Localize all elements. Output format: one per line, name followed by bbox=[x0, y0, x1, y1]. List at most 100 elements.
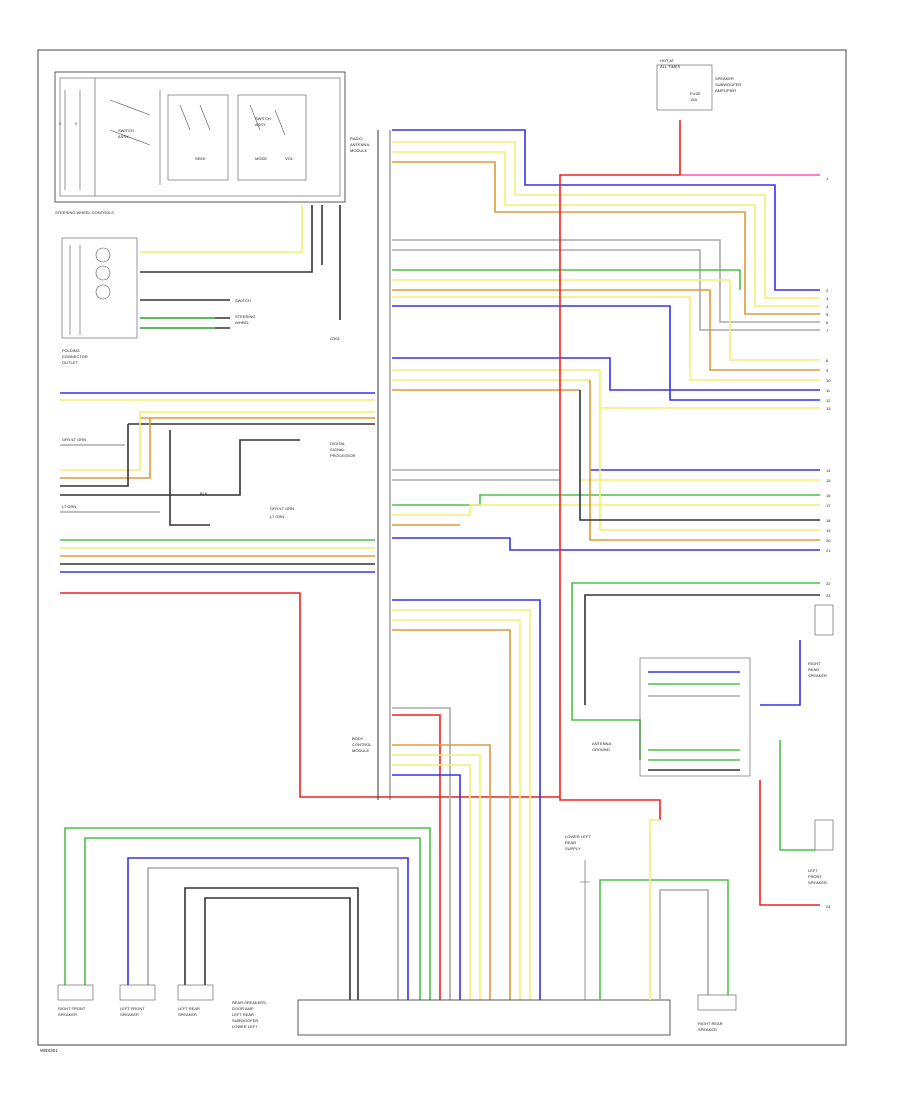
radio-module-label-2: ANTENNA bbox=[350, 142, 369, 147]
fuse-label-1: FUSE bbox=[690, 91, 701, 96]
center-module: RADIO ANTENNA MODULE BODY CONTROL MODULE bbox=[350, 130, 391, 800]
svg-text:23: 23 bbox=[826, 593, 831, 598]
right-edge-pins: 1 2 3 4 5 6 7 8 9 10 11 12 13 14 15 16 1… bbox=[826, 176, 831, 909]
connector-outlet-label-1: FOLDING bbox=[62, 348, 80, 353]
svg-text:GRY/LT GRN: GRY/LT GRN bbox=[270, 506, 294, 511]
top-right-bus bbox=[392, 129, 820, 401]
svg-text:AMPLIFIER: AMPLIFIER bbox=[715, 88, 736, 93]
lf-spk-3: SPEAKER bbox=[808, 880, 827, 885]
rr-sub-label-2: SPEAKER bbox=[698, 1027, 717, 1032]
svg-text:4: 4 bbox=[826, 304, 829, 309]
svg-text:SWITCH: SWITCH bbox=[255, 116, 271, 121]
svg-text:WHEEL: WHEEL bbox=[235, 320, 250, 325]
antenna-note-1: ANTENNA bbox=[592, 741, 611, 746]
svg-text:3: 3 bbox=[826, 296, 829, 301]
spk3-l2: SPEAKER bbox=[178, 1012, 197, 1017]
amp-label-3: LEFT REAR bbox=[232, 1012, 254, 1017]
svg-text:STEERING: STEERING bbox=[235, 314, 255, 319]
body-control-label-3: MODULE bbox=[352, 748, 369, 753]
svg-text:9: 9 bbox=[826, 368, 829, 373]
fuse-label-2: 15A bbox=[690, 97, 697, 102]
trunk-label-2: REAR bbox=[565, 840, 576, 845]
svg-text:SPEAKER: SPEAKER bbox=[715, 76, 734, 81]
sw-ground-symbols: ⏚ ⏚ bbox=[58, 90, 81, 190]
spkr-right-2: REAR bbox=[808, 667, 819, 672]
dsp-label-3: PROCESSOR bbox=[330, 453, 356, 458]
svg-text:GRY/LT GRN: GRY/LT GRN bbox=[62, 437, 86, 442]
lower-center-bus bbox=[392, 599, 541, 1000]
diagram-frame bbox=[37, 49, 847, 1046]
svg-text:SUBWOOFER: SUBWOOFER bbox=[715, 82, 741, 87]
trunk-label-1: LOWER LEFT bbox=[565, 834, 591, 839]
left-mid-bus: GRY/LT GRN LT GRN BLK GRY/LT GRN LT GRN … bbox=[60, 392, 375, 526]
spk1-l2: SPEAKER bbox=[58, 1012, 77, 1017]
right-rear-subwoofer: RIGHT REAR SPEAKER bbox=[697, 994, 737, 1032]
svg-text:6: 6 bbox=[826, 320, 829, 325]
amplifier-module: REAR SPEAKERS DOOR AMP LEFT REAR SUBWOOF… bbox=[232, 999, 671, 1036]
svg-text:15: 15 bbox=[826, 478, 831, 483]
svg-text:22: 22 bbox=[826, 581, 831, 586]
clock-spring: FOLDING CONNECTOR OUTLET bbox=[61, 237, 138, 365]
body-control-label-1: BODY bbox=[352, 736, 364, 741]
svg-text:ASSY: ASSY bbox=[118, 134, 129, 139]
svg-text:20: 20 bbox=[826, 538, 831, 543]
svg-text:10: 10 bbox=[826, 378, 831, 383]
spk2-l2: SPEAKER bbox=[120, 1012, 139, 1017]
svg-text:VOL: VOL bbox=[285, 156, 294, 161]
spk2-l1: LEFT FRONT bbox=[120, 1006, 145, 1011]
svg-text:⏚: ⏚ bbox=[74, 120, 78, 126]
body-control-label-2: CONTROL bbox=[352, 742, 372, 747]
rr-sub-label-1: RIGHT REAR bbox=[698, 1021, 723, 1026]
svg-text:8: 8 bbox=[826, 358, 829, 363]
svg-text:18: 18 bbox=[826, 518, 831, 523]
svg-text:11: 11 bbox=[826, 388, 831, 393]
antenna-note-2: GROUND bbox=[592, 747, 610, 752]
spkr-right-1: RIGHT bbox=[808, 661, 821, 666]
lower-left-bus bbox=[60, 539, 560, 798]
svg-text:24: 24 bbox=[826, 904, 831, 909]
spkr-right-3: SPEAKER bbox=[808, 673, 827, 678]
svg-text:14: 14 bbox=[826, 468, 831, 473]
svg-text:17: 17 bbox=[826, 503, 831, 508]
amp-label-2: DOOR AMP bbox=[232, 1006, 254, 1011]
spk3-l1: LEFT REAR bbox=[178, 1006, 200, 1011]
svg-text:LT GRN: LT GRN bbox=[270, 514, 284, 519]
svg-text:21: 21 bbox=[826, 548, 831, 553]
hot-at-all-times: HOT AT ALL TIMES FUSE 15A SPEAKER SUBWOO… bbox=[656, 58, 741, 111]
trunk-label-3: SUPPLY bbox=[565, 846, 581, 851]
mid-right-bus bbox=[392, 357, 820, 551]
dsp-label-2: SIGNAL bbox=[330, 447, 345, 452]
connector-outlet-label-2: CONNECTOR bbox=[62, 354, 88, 359]
svg-text:SEEK: SEEK bbox=[195, 156, 206, 161]
svg-text:⏚: ⏚ bbox=[58, 120, 62, 126]
hot-label-1: HOT AT bbox=[660, 58, 675, 63]
radio-module-label-3: MODULE bbox=[350, 148, 367, 153]
svg-text:SWITCH: SWITCH bbox=[118, 128, 134, 133]
lf-spk-1: LEFT bbox=[808, 868, 818, 873]
bottom-speakers: RIGHT FRONT SPEAKER LEFT FRONT SPEAKER L… bbox=[57, 827, 431, 1017]
svg-text:SWITCH: SWITCH bbox=[235, 298, 251, 303]
svg-text:19: 19 bbox=[826, 528, 831, 533]
svg-text:16: 16 bbox=[826, 493, 831, 498]
hot-label-2: ALL TIMES bbox=[660, 64, 681, 69]
radio-module-label-1: RADIO bbox=[350, 136, 363, 141]
amp-label-5: LOWER LEFT bbox=[232, 1024, 258, 1029]
svg-text:5: 5 bbox=[826, 312, 829, 317]
svg-text:LT GRN: LT GRN bbox=[62, 504, 76, 509]
svg-text:BLK: BLK bbox=[200, 491, 208, 496]
svg-text:13: 13 bbox=[826, 406, 831, 411]
steering-wheel-controls-label: STEERING WHEEL CONTROLS bbox=[55, 210, 114, 215]
svg-text:1: 1 bbox=[826, 176, 829, 181]
svg-text:ASSY: ASSY bbox=[255, 122, 266, 127]
spk1-l1: RIGHT FRONT bbox=[58, 1006, 86, 1011]
svg-text:2: 2 bbox=[826, 288, 829, 293]
amp-label-1: REAR SPEAKERS bbox=[232, 1000, 266, 1005]
lf-spk-2: FRONT bbox=[808, 874, 822, 879]
amp-label-4: SUBWOOFER bbox=[232, 1018, 258, 1023]
connector-outlet-label-3: OUTLET bbox=[62, 360, 78, 365]
trunk-ground: LOWER LEFT REAR SUPPLY bbox=[565, 819, 729, 1000]
svg-text:12: 12 bbox=[826, 398, 831, 403]
svg-text:MODE: MODE bbox=[255, 156, 267, 161]
footer-code: WBS301 bbox=[40, 1048, 58, 1053]
